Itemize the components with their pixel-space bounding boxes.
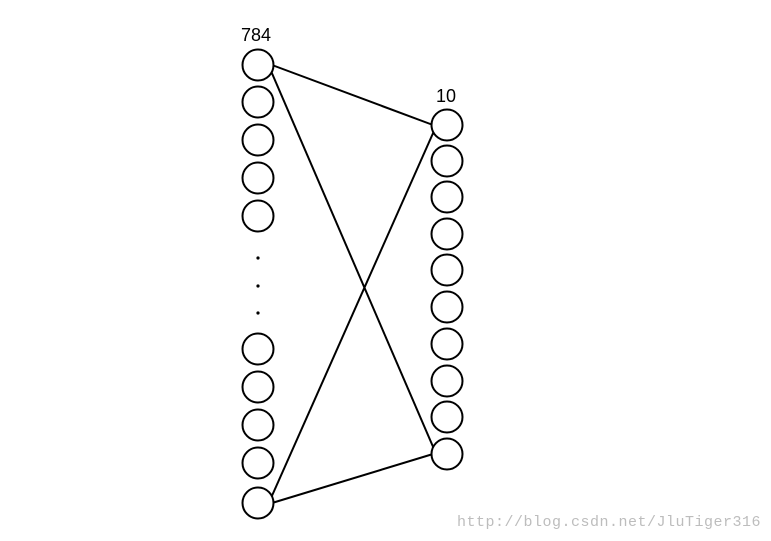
- output-neuron: [430, 108, 464, 142]
- output-neuron: [430, 180, 464, 214]
- output-layer: [430, 108, 464, 471]
- input-neuron: [241, 446, 275, 480]
- connection-line: [271, 453, 434, 504]
- input-neuron: [241, 85, 275, 119]
- connection-line: [270, 70, 435, 450]
- input-neuron: [241, 123, 275, 157]
- output-neuron: [430, 400, 464, 434]
- input-neuron: [241, 48, 275, 82]
- input-layer: [241, 48, 275, 520]
- output-neuron: [430, 364, 464, 398]
- input-neuron: [241, 161, 275, 195]
- output-layer-label: 10: [436, 86, 456, 106]
- connection-line: [271, 64, 434, 126]
- connection-line: [270, 130, 435, 499]
- input-neuron: [241, 408, 275, 442]
- input-neuron: [241, 332, 275, 366]
- ellipsis-dot: [256, 311, 260, 315]
- watermark: http://blog.csdn.net/JluTiger316: [456, 514, 761, 531]
- input-neuron: [241, 370, 275, 404]
- output-neuron: [430, 290, 464, 324]
- input-layer-label: 784: [241, 25, 271, 45]
- output-neuron: [430, 253, 464, 287]
- output-neuron: [430, 217, 464, 251]
- output-neuron: [430, 144, 464, 178]
- connections: [270, 64, 435, 504]
- ellipsis-dot: [256, 256, 260, 260]
- output-neuron: [430, 437, 464, 471]
- input-neuron: [241, 199, 275, 233]
- input-neuron: [241, 486, 275, 520]
- ellipsis-dots: ...: [256, 256, 260, 315]
- ellipsis-dot: [256, 284, 260, 288]
- output-neuron: [430, 327, 464, 361]
